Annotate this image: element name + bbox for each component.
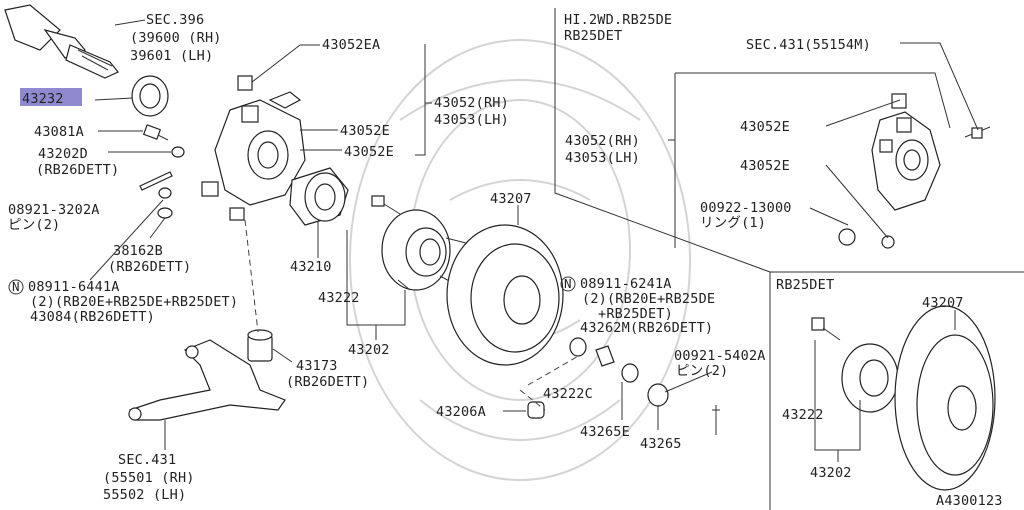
label-43207[interactable]: 43207 (490, 191, 532, 207)
pin-08921 (139, 171, 173, 191)
label-43206A[interactable]: 43206A (436, 404, 486, 420)
seal-43232 (131, 75, 169, 117)
label-08921-note: ピン(2) (8, 217, 60, 233)
inset-bottom-43222[interactable]: 43222 (782, 407, 824, 423)
label-08911-6241A-note1: (2)(RB20E+RB25DE (582, 291, 715, 307)
inset-top-00922-note: リング(1) (700, 215, 766, 231)
inset-top-header2: RB25DET (564, 28, 622, 44)
label-43202D-note: (RB26DETT) (36, 162, 119, 178)
highlight-box-43232 (20, 88, 82, 106)
inset-bottom-header: RB25DET (776, 277, 834, 293)
inset-top-knuckle (871, 93, 991, 249)
label-43202D[interactable]: 43202D (38, 146, 88, 162)
inset-bottom-43207[interactable]: 43207 (922, 295, 964, 311)
label-38162B[interactable]: 38162B (113, 243, 163, 259)
label-43222C[interactable]: 43222C (543, 386, 593, 402)
pin-00921 (712, 405, 720, 435)
inset-top-sec431[interactable]: SEC.431(55154M) (746, 37, 871, 53)
inset-top-43053-lh[interactable]: 43053(LH) (565, 150, 640, 166)
bushing-43173 (247, 329, 273, 362)
label-08911-6441A[interactable]: 08911-6441A (28, 279, 120, 295)
hub-43222 (381, 209, 471, 291)
inset-bottom-hub (811, 317, 899, 413)
inset-top-43052E-a[interactable]: 43052E (740, 119, 790, 135)
inset-bottom-43202[interactable]: 43202 (810, 465, 852, 481)
label-43052E-b[interactable]: 43052E (344, 144, 394, 160)
label-43052-rh[interactable]: 43052(RH) (434, 95, 509, 111)
label-43265[interactable]: 43265 (640, 436, 682, 452)
washer-43265E (621, 363, 639, 383)
inset-top-ring (838, 228, 856, 246)
label-43202[interactable]: 43202 (348, 342, 390, 358)
label-43210[interactable]: 43210 (290, 259, 332, 275)
inset-top-header1: HI.2WD.RB25DE (564, 12, 672, 28)
inset-bottom-disc (894, 305, 996, 491)
inset-top-00922[interactable]: 00922-13000 (700, 200, 792, 216)
inset-frame-top (554, 8, 1024, 273)
label-08911-6241A[interactable]: 08911-6241A (580, 276, 672, 292)
drive-shaft (4, 4, 119, 79)
label-08911-6441A-note: (2)(RB20E+RB25DE+RB25DET) (30, 294, 238, 310)
n-symbol-circle-2 (560, 276, 576, 292)
label-43052E-a[interactable]: 43052E (340, 123, 390, 139)
n-symbol-2: N (564, 276, 572, 291)
lower-arm (128, 339, 286, 421)
label-00921-note: ピン(2) (676, 363, 728, 379)
label-43265E[interactable]: 43265E (580, 424, 630, 440)
n-symbol-1: N (12, 279, 20, 294)
label-43262M[interactable]: 43262M(RB26DETT) (580, 320, 713, 336)
collar-43222C (595, 345, 615, 367)
washer-38162B (157, 187, 173, 219)
label-sec396-lh: 39601 (LH) (130, 48, 213, 64)
n-symbol-circle-1 (8, 279, 24, 295)
diagram-id: A4300123 (936, 493, 1003, 509)
bolt-43081A (142, 124, 169, 141)
label-08921[interactable]: 08921-3202A (8, 202, 100, 218)
label-sec431[interactable]: SEC.431 (118, 452, 176, 468)
watermark-emblem (349, 39, 691, 481)
inset-top-43052E-b[interactable]: 43052E (740, 158, 790, 174)
label-43222[interactable]: 43222 (318, 290, 360, 306)
label-sec396-rh: (39600 (RH) (130, 30, 222, 46)
label-38162B-note: (RB26DETT) (108, 259, 191, 275)
washer-43262M (569, 337, 587, 357)
label-08911-6241A-note2: +RB25DET) (598, 306, 673, 322)
label-43081A[interactable]: 43081A (34, 124, 84, 140)
label-00921[interactable]: 00921-5402A (674, 348, 766, 364)
label-43173-note: (RB26DETT) (286, 374, 369, 390)
label-43053-lh[interactable]: 43053(LH) (434, 112, 509, 128)
label-43232[interactable]: 43232 (22, 91, 64, 107)
label-sec431-lh: 55502 (LH) (103, 487, 186, 503)
nut-43265 (647, 383, 669, 407)
washer-43202D (171, 146, 185, 158)
cap-43206A (527, 401, 545, 419)
knuckle-43052 (201, 75, 306, 221)
bolt-upper (371, 195, 401, 215)
inset-top-43052-rh[interactable]: 43052(RH) (565, 133, 640, 149)
label-43052EA[interactable]: 43052EA (322, 37, 380, 53)
label-sec396[interactable]: SEC.396 (146, 12, 204, 28)
label-sec431-rh: (55501 (RH) (103, 470, 195, 486)
label-43084[interactable]: 43084(RB26DETT) (30, 309, 155, 325)
label-43173[interactable]: 43173 (296, 358, 338, 374)
hub-43210 (289, 167, 349, 226)
brake-disc-43207 (446, 224, 564, 366)
